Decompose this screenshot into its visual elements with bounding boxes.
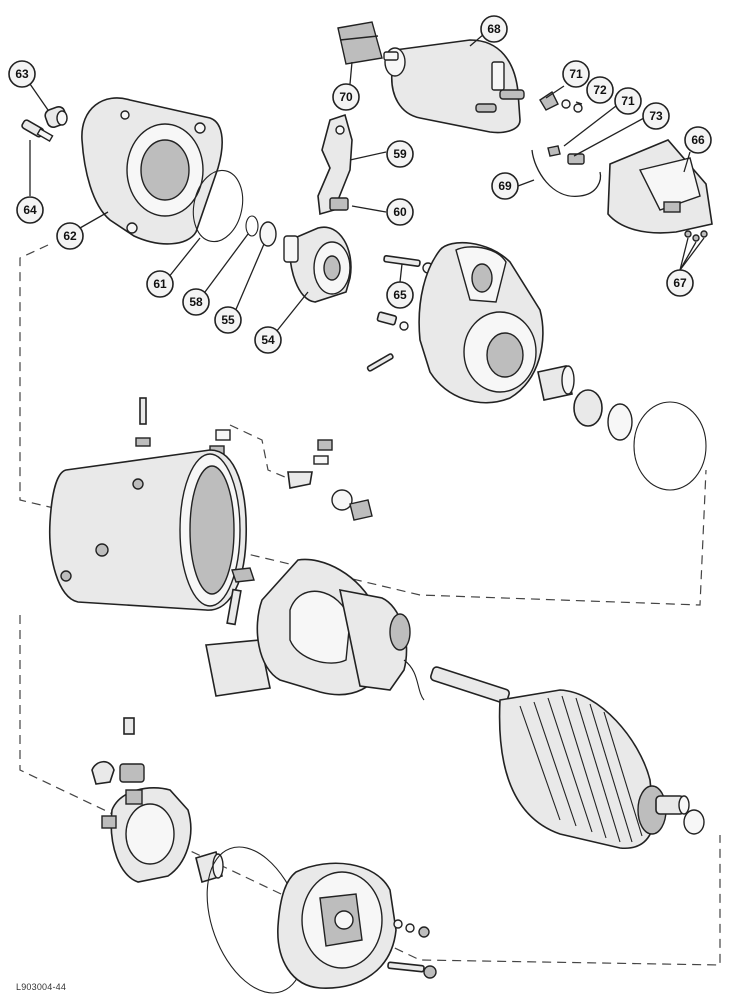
- callout-71b: 71: [614, 87, 642, 115]
- armature-washer: [683, 809, 705, 835]
- callout-65: 65: [386, 281, 414, 309]
- callout-54: 54: [254, 326, 282, 354]
- svg-text:63: 63: [15, 67, 29, 81]
- callout-69: 69: [491, 172, 519, 200]
- svg-text:71: 71: [621, 94, 635, 108]
- svg-text:70: 70: [339, 90, 353, 104]
- callout-71: 71: [562, 60, 590, 88]
- through-bolt-short: [383, 254, 434, 274]
- drive-pinion-clutch: [283, 226, 352, 303]
- callout-59: 59: [386, 140, 414, 168]
- svg-text:64: 64: [23, 203, 37, 217]
- pole-shoe: [205, 567, 271, 697]
- callout-67: 67: [666, 269, 694, 297]
- callout-bubbles: 63 64 62 61 58 55 54 70 68 59 60 65 71 7…: [8, 15, 712, 354]
- bearing-ring: [573, 389, 603, 427]
- cover-screws: [684, 230, 708, 242]
- callout-64: 64: [16, 196, 44, 224]
- callout-63: 63: [8, 60, 36, 88]
- svg-text:54: 54: [261, 333, 275, 347]
- svg-text:66: 66: [691, 133, 705, 147]
- svg-text:62: 62: [63, 229, 77, 243]
- callout-68: 68: [480, 15, 508, 43]
- brush-holder: [91, 717, 192, 883]
- mounting-bolt: [366, 311, 409, 372]
- terminal-hardware: [539, 90, 585, 165]
- drive-end-housing: [81, 97, 223, 245]
- bushing-small: [44, 106, 68, 128]
- solenoid-cover: [607, 139, 713, 234]
- field-wire-lead: [531, 149, 602, 197]
- callout-58: 58: [182, 288, 210, 316]
- callout-60: 60: [386, 198, 414, 226]
- commutator-end-frame: [277, 862, 397, 989]
- svg-text:65: 65: [393, 288, 407, 302]
- callout-70: 70: [332, 83, 360, 111]
- svg-text:59: 59: [393, 147, 407, 161]
- plunger-boot: [337, 21, 383, 65]
- lever-housing: [418, 241, 544, 404]
- solenoid-assembly: [383, 39, 525, 134]
- shift-lever: [317, 113, 353, 216]
- svg-text:71: 71: [569, 67, 583, 81]
- callout-55: 55: [214, 306, 242, 334]
- armature: [430, 666, 690, 849]
- svg-text:72: 72: [593, 83, 607, 97]
- callout-61: 61: [146, 270, 174, 298]
- thrust-washer: [245, 215, 259, 237]
- lever-pivot-block: [329, 197, 349, 211]
- svg-text:55: 55: [221, 313, 235, 327]
- through-bolt-long: [387, 961, 437, 979]
- svg-text:67: 67: [673, 276, 687, 290]
- svg-text:58: 58: [189, 295, 203, 309]
- svg-text:69: 69: [498, 179, 512, 193]
- callout-73: 73: [642, 102, 670, 130]
- svg-text:68: 68: [487, 22, 501, 36]
- thrust-washer-large: [607, 403, 633, 441]
- svg-text:61: 61: [153, 277, 167, 291]
- leader-lines: [29, 33, 705, 333]
- field-coils: [256, 558, 425, 701]
- svg-text:60: 60: [393, 205, 407, 219]
- bearing-bushing: [537, 365, 575, 401]
- field-frame-yoke: [48, 449, 247, 611]
- housing-o-ring: [633, 401, 707, 491]
- washer: [259, 221, 277, 247]
- callout-62: 62: [56, 222, 84, 250]
- figure-reference-code: L903004-44: [16, 982, 67, 992]
- end-frame-washers: [393, 919, 430, 938]
- o-ring-seal: [192, 169, 244, 243]
- callout-66: 66: [684, 126, 712, 154]
- svg-text:73: 73: [649, 109, 663, 123]
- callout-72: 72: [586, 76, 614, 104]
- cap-screw: [21, 119, 54, 143]
